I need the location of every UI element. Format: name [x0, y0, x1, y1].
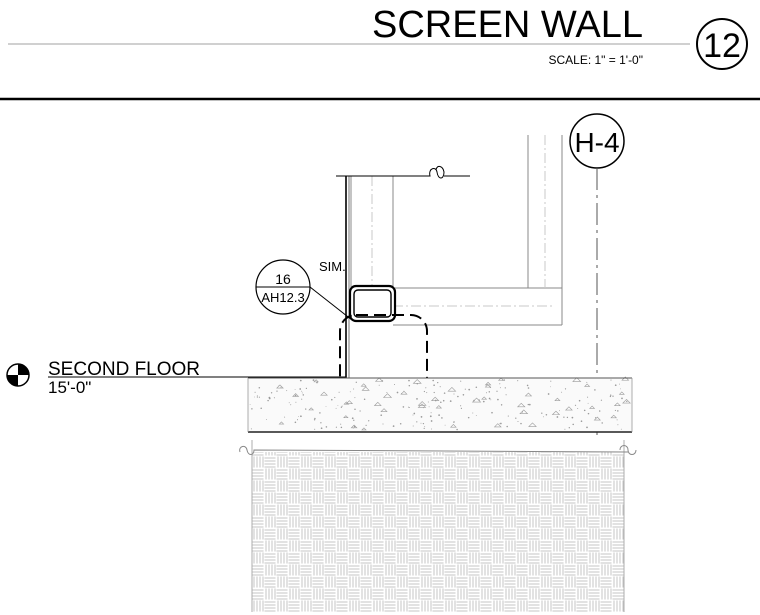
level-name: SECOND FLOOR — [48, 359, 200, 380]
level-elevation: 15'-0" — [48, 378, 91, 397]
level-target-icon — [6, 363, 30, 387]
concrete-slab — [248, 378, 632, 432]
break-line — [336, 165, 470, 179]
detail-title: SCREEN WALL — [372, 4, 643, 46]
callout-sim-note: SIM. — [319, 259, 346, 274]
callout-sheet: AH12.3 — [261, 290, 304, 305]
masonry-wall — [252, 452, 624, 612]
scale-note: SCALE: 1" = 1'-0" — [548, 53, 643, 67]
break-line-left — [239, 445, 629, 455]
break-line-right — [619, 445, 637, 455]
beam — [393, 287, 563, 326]
detail-number: 12 — [703, 27, 741, 65]
steel-tube-outer — [348, 284, 397, 323]
screen-wall — [350, 176, 394, 288]
column — [527, 135, 563, 288]
grid-label: H-4 — [574, 127, 619, 158]
steel-tube-inner — [353, 289, 392, 318]
callout-leader — [309, 286, 353, 321]
concrete-stipple — [249, 376, 631, 431]
detail-number-bubble — [696, 18, 748, 70]
callout-number: 16 — [275, 271, 291, 287]
